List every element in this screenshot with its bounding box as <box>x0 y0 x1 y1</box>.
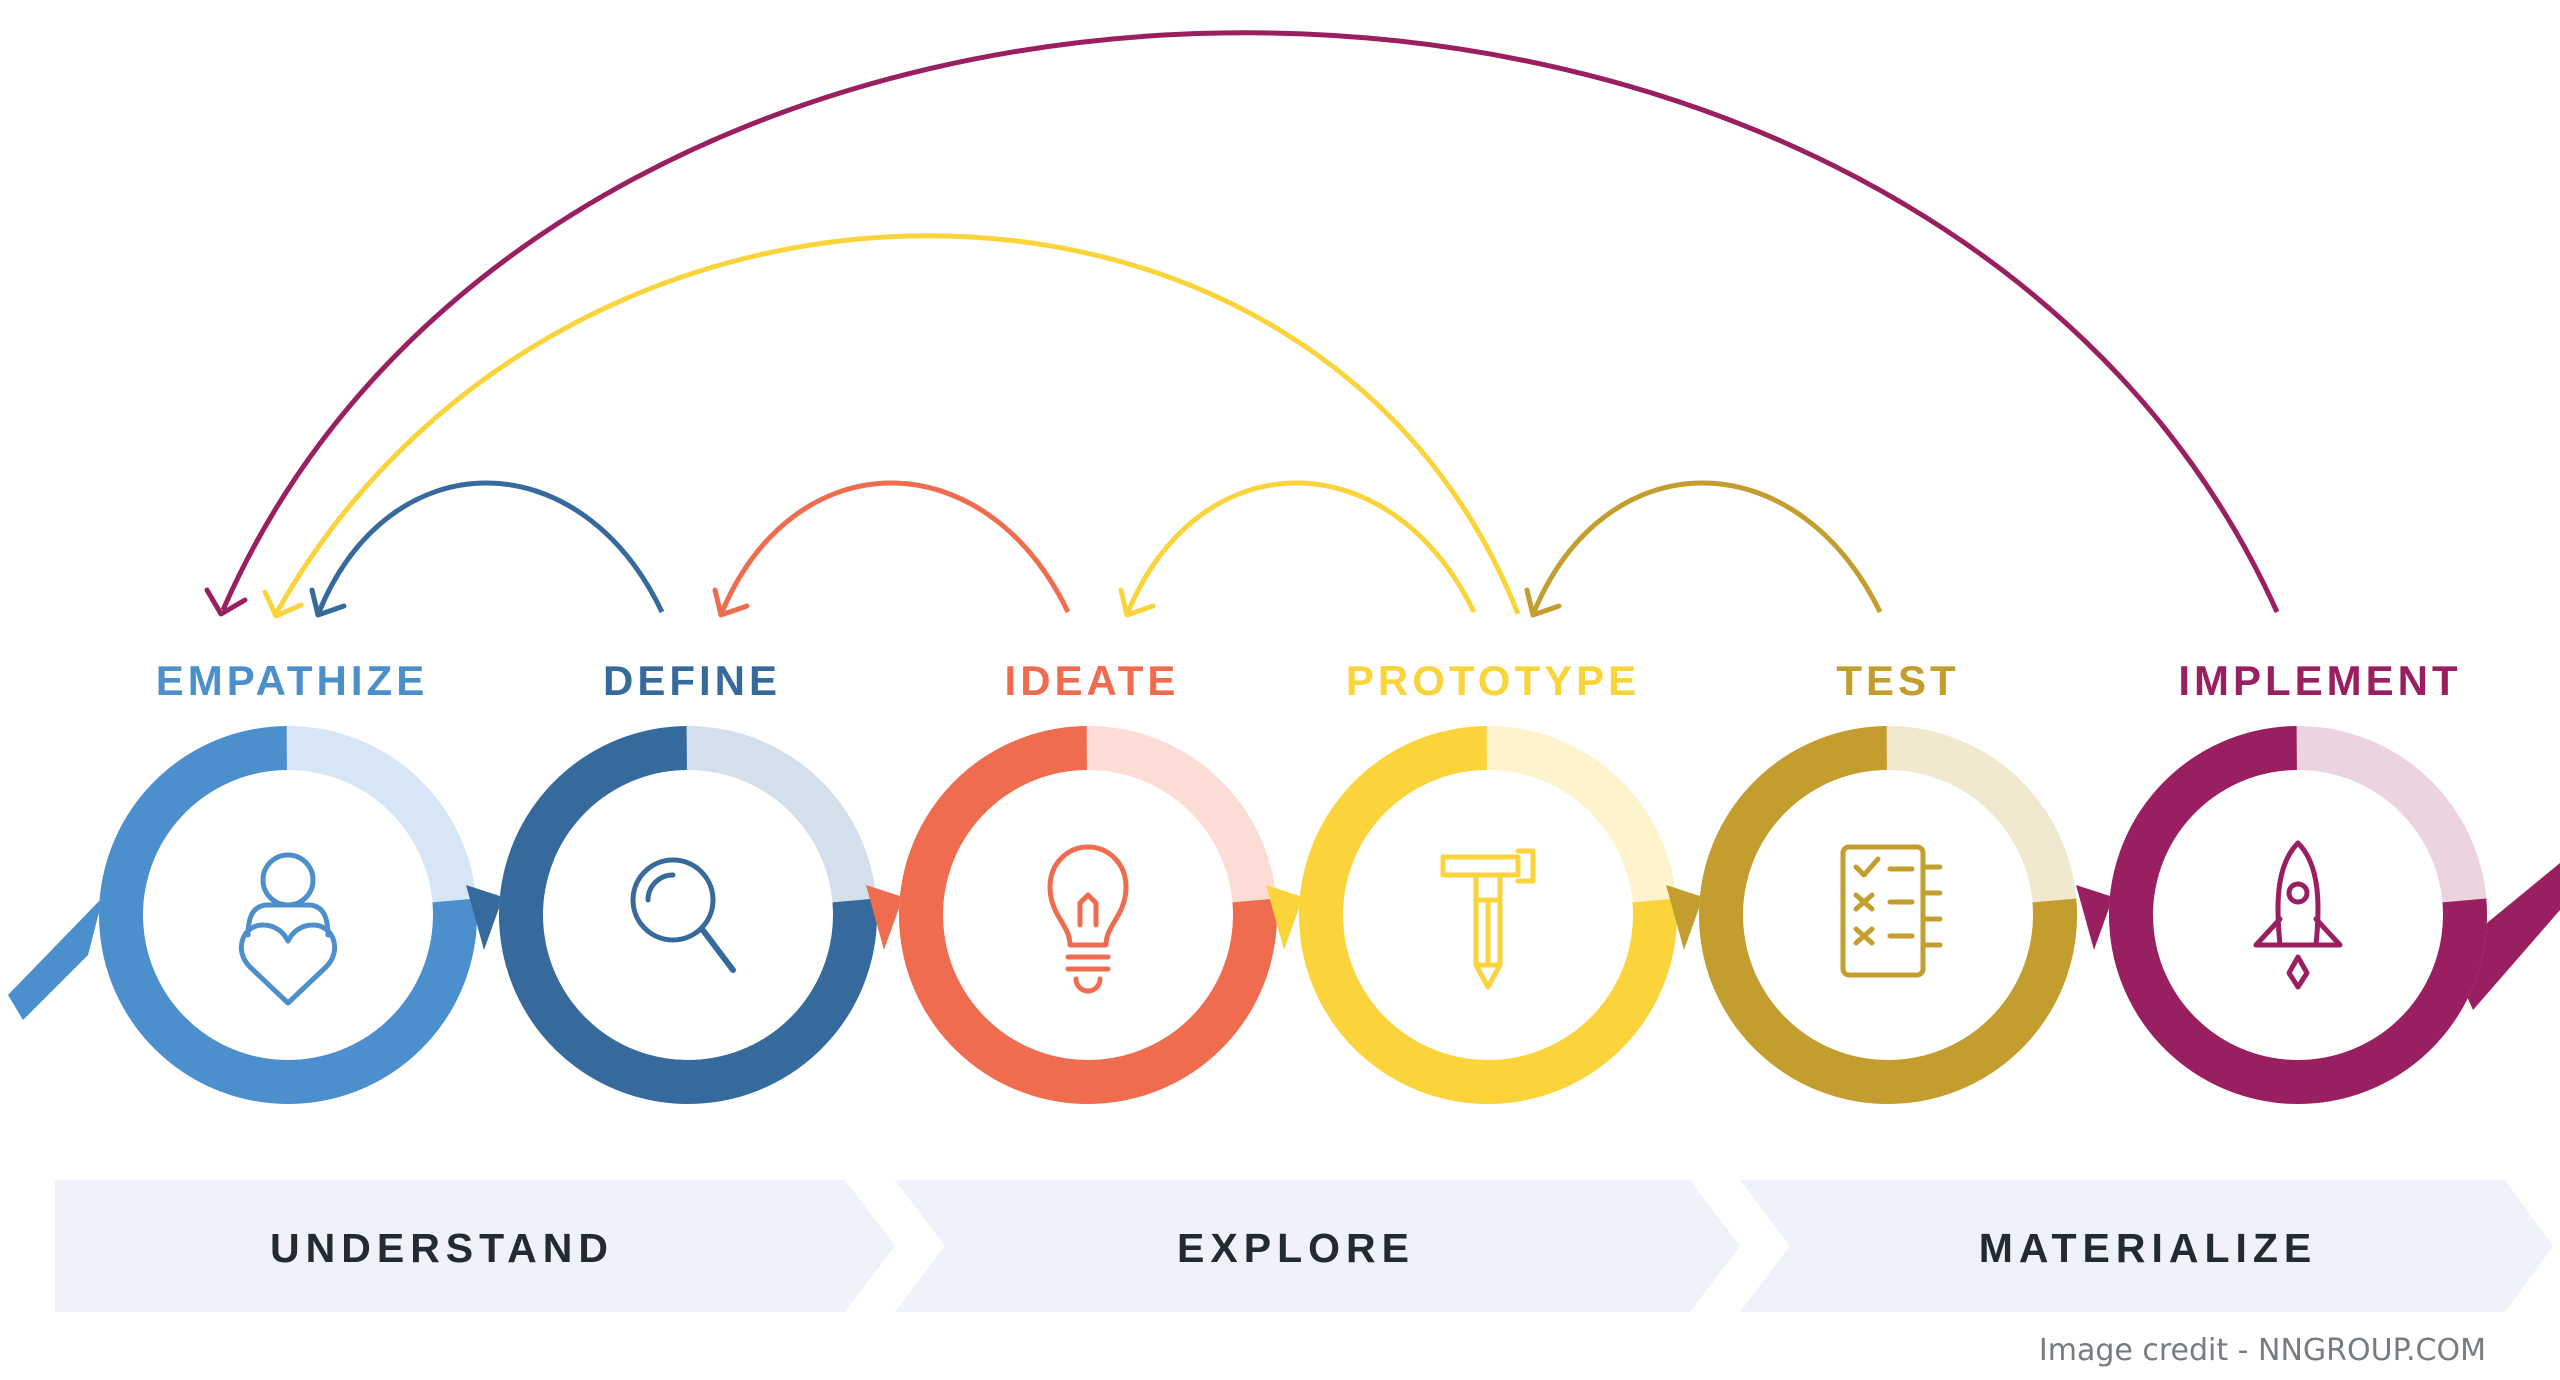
phase-explore-chevron <box>895 1180 1740 1312</box>
arrow-prototype-to-ideate <box>1125 480 1477 614</box>
stage-labels: EMPATHIZE DEFINE IDEATE PROTOTYPE TEST I… <box>156 657 2461 704</box>
phase-materialize-chevron <box>1740 1180 2553 1312</box>
ring-prototype <box>1266 726 1677 1104</box>
arrowhead-implement <box>204 587 248 617</box>
phase-label-materialize: MATERIALIZE <box>1979 1225 2318 1271</box>
ring-empathize <box>8 726 477 1104</box>
ring-implement <box>2076 726 2560 1104</box>
feedback-arrows <box>204 30 2280 619</box>
arrowhead-define <box>309 587 347 618</box>
ring-test <box>1666 726 2077 1104</box>
image-credit: Image credit - NNGROUP.COM <box>2039 1333 2486 1368</box>
arrowhead-prototype-empathize <box>262 589 304 619</box>
magnifier-icon <box>630 857 736 973</box>
arrowhead-test <box>1524 587 1562 618</box>
stage-rings <box>8 726 2560 1104</box>
phase-band: UNDERSTAND EXPLORE MATERIALIZE <box>55 1180 2553 1312</box>
stage-label-implement: IMPLEMENT <box>2178 657 2461 704</box>
rocket-icon <box>2253 840 2343 990</box>
phase-label-explore: EXPLORE <box>1177 1225 1415 1271</box>
arrow-define-to-empathize <box>316 480 665 614</box>
stage-label-prototype: PROTOTYPE <box>1346 657 1640 704</box>
arrow-test-to-prototype <box>1531 480 1883 614</box>
stage-label-define: DEFINE <box>603 657 781 704</box>
ring-define <box>466 726 877 1104</box>
arrowhead-prototype <box>1118 587 1156 618</box>
arrow-ideate-to-define <box>719 480 1071 614</box>
stage-label-empathize: EMPATHIZE <box>156 657 428 704</box>
person-heart-icon <box>238 852 338 1006</box>
phase-label-understand: UNDERSTAND <box>270 1225 614 1271</box>
ring-ideate <box>866 726 1277 1104</box>
phase-understand-chevron <box>55 1180 895 1312</box>
arrow-implement-to-empathize <box>220 30 2280 614</box>
hammer-pencil-icon <box>1440 848 1536 990</box>
arrow-prototype-to-empathize <box>274 233 1521 615</box>
stage-label-test: TEST <box>1836 657 1959 704</box>
checklist-icon <box>1840 844 1943 978</box>
lightbulb-icon <box>1047 844 1129 994</box>
stage-label-ideate: IDEATE <box>1005 657 1180 704</box>
arrowhead-ideate <box>712 587 750 618</box>
stage-icons <box>238 840 2343 1006</box>
